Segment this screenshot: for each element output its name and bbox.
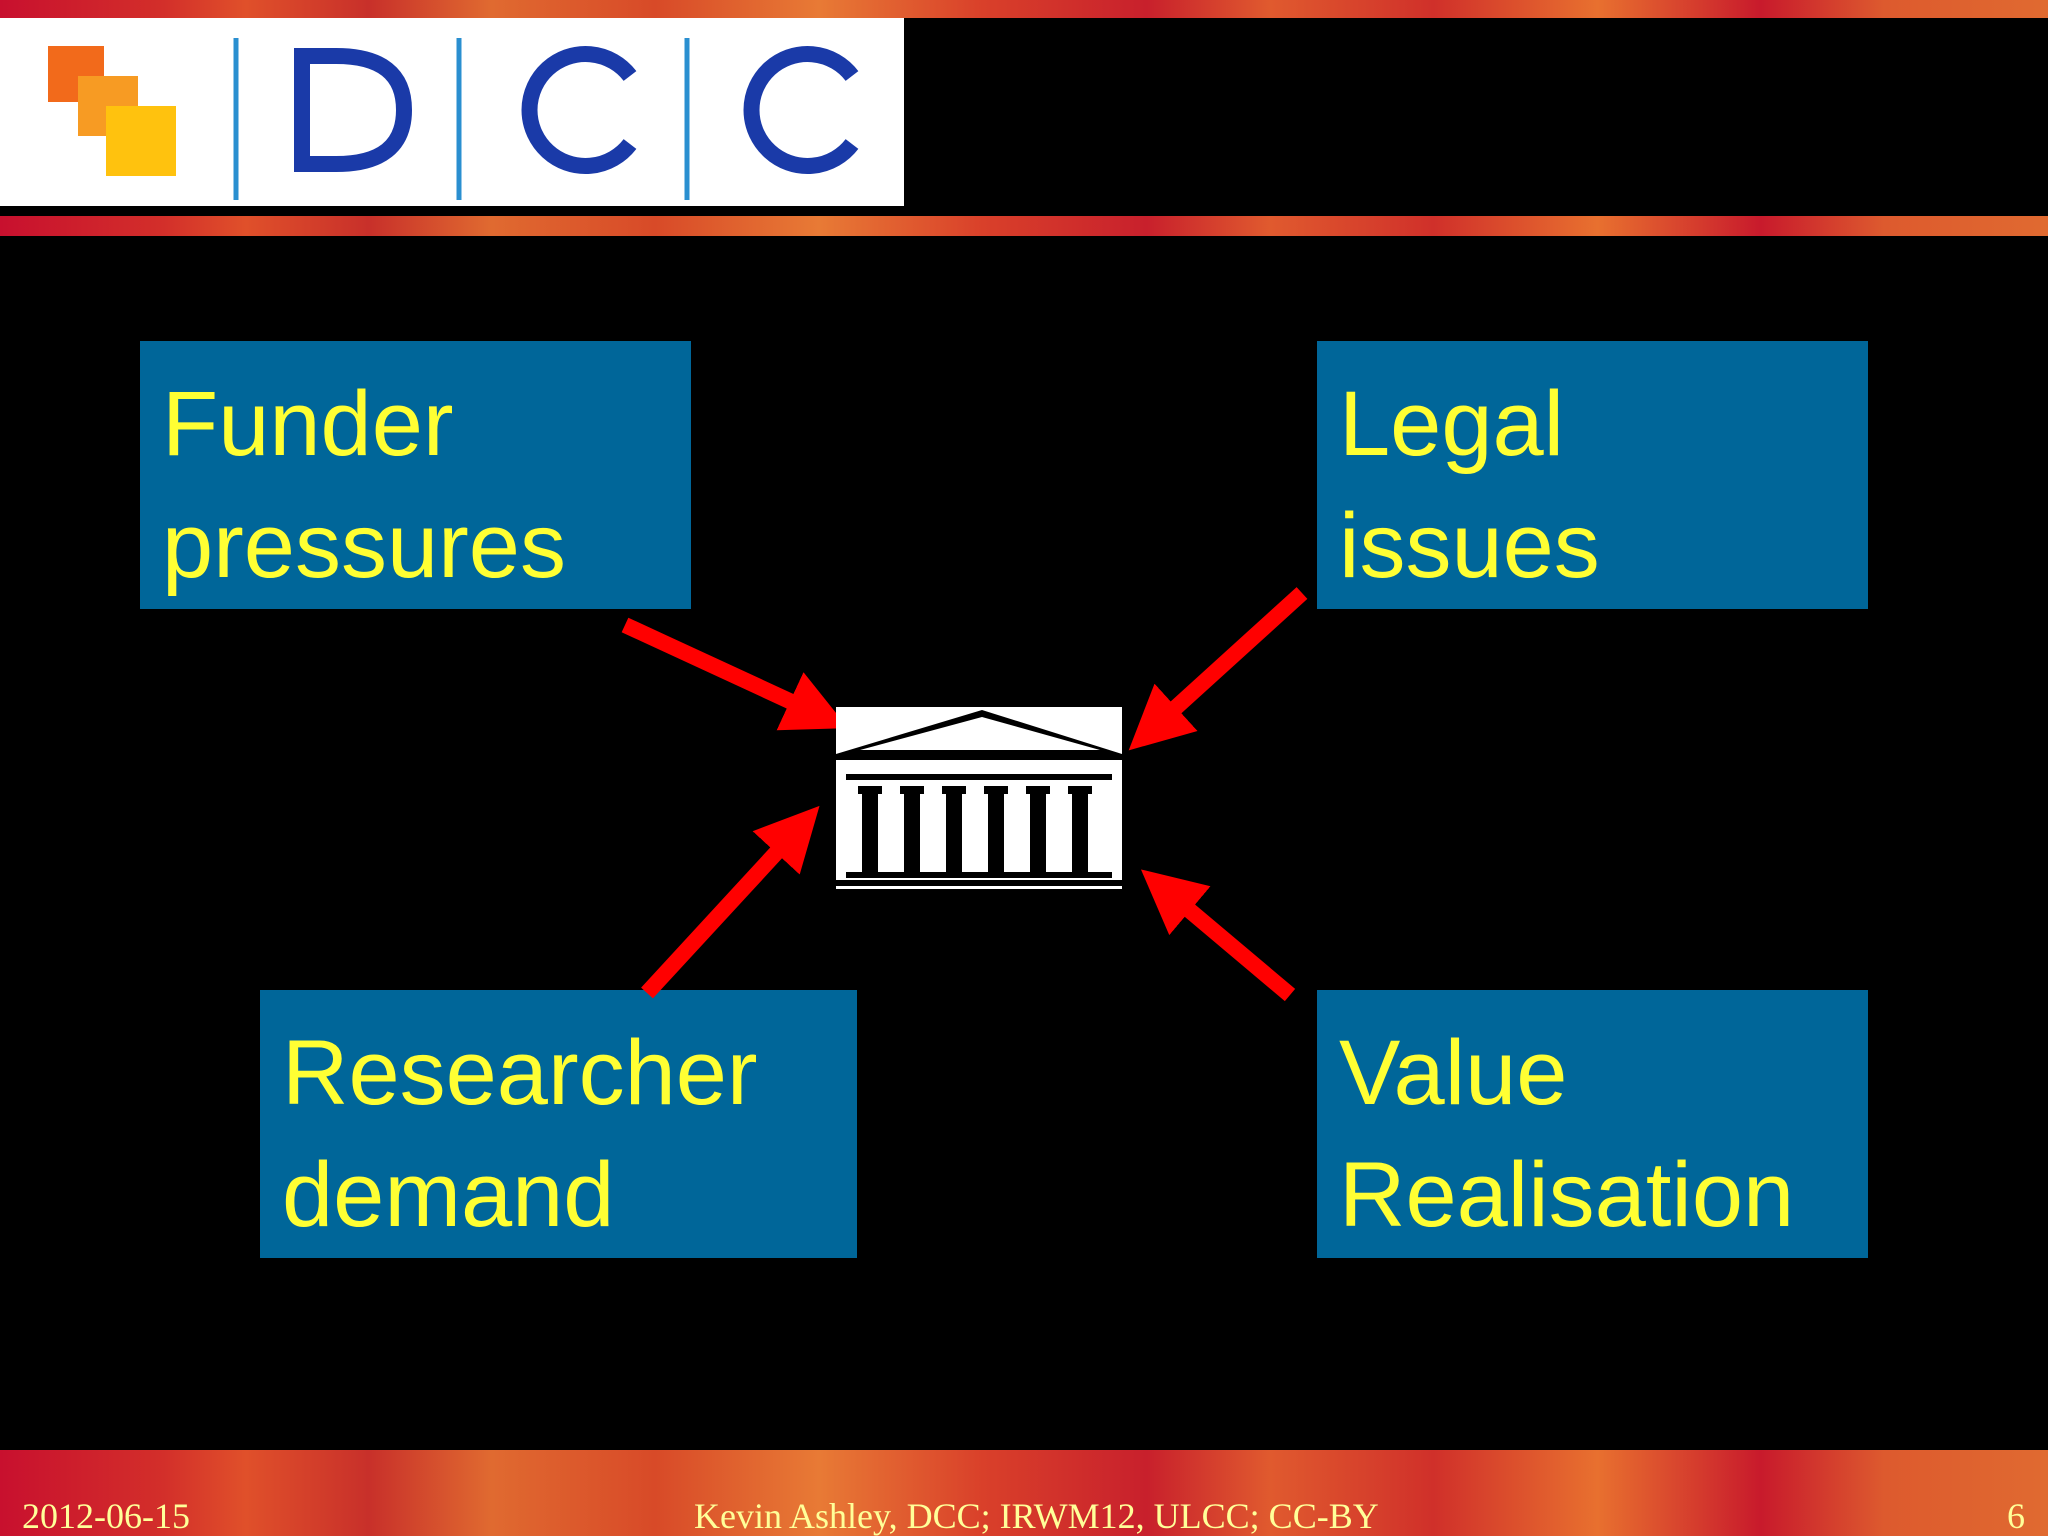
page-number: 6	[2007, 1496, 2025, 1536]
arrow-value-to-center	[1140, 869, 1296, 1002]
value-realisation-box: Value Realisation	[1317, 990, 1868, 1258]
footer-credit: Kevin Ashley, DCC; IRWM12, ULCC; CC-BY	[694, 1496, 1379, 1536]
box-line: Realisation	[1339, 1144, 1795, 1246]
dcc-logo	[0, 18, 904, 206]
box-line: Funder	[162, 373, 454, 475]
mid-decor-stripe	[0, 216, 2048, 236]
logo-letter-d	[294, 48, 413, 172]
institution-building-icon	[836, 707, 1122, 889]
legal-issues-box: Legal issues	[1317, 341, 1868, 609]
box-line: issues	[1339, 495, 1600, 597]
arrow-researcher-to-center	[641, 805, 820, 999]
box-line: Researcher	[282, 1022, 758, 1124]
arrow-funder-to-center	[621, 617, 849, 731]
top-decor-stripe	[0, 0, 2048, 18]
funder-pressures-box: Funder pressures	[140, 341, 691, 609]
box-line: Value	[1339, 1022, 1568, 1124]
arrow-legal-to-center	[1128, 587, 1308, 751]
dcc-logo-graphic	[48, 38, 859, 200]
footer-date: 2012-06-15	[22, 1496, 190, 1536]
diagram-arrows-and-icon	[621, 587, 1308, 1002]
logo-square-yellow	[106, 106, 176, 176]
box-line: Legal	[1339, 373, 1565, 475]
logo-letter-c	[521, 46, 637, 174]
box-line: demand	[282, 1144, 615, 1246]
footer-band	[0, 1450, 2048, 1536]
researcher-demand-box: Researcher demand	[260, 990, 857, 1258]
box-line: pressures	[162, 495, 566, 597]
logo-letter-c	[743, 46, 859, 174]
